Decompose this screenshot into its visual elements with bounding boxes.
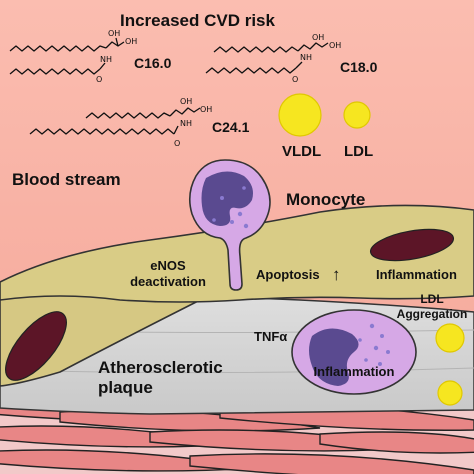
ldl-aggregation-label-line2: Aggregation <box>397 307 468 321</box>
enos-label-line2: deactivation <box>130 274 206 289</box>
c24-o-label: O <box>174 139 180 148</box>
lipoprotein-particles <box>278 93 465 406</box>
endothelial-nucleus <box>5 311 67 381</box>
vldl-particle <box>278 93 322 137</box>
c18-o-label: O <box>292 75 298 84</box>
plaque-label-line2: plaque <box>98 378 153 397</box>
tnf-alpha-label: TNFα <box>254 329 287 344</box>
ldl-aggregation-label-line1: LDL <box>420 292 443 306</box>
ceramide-c16-label: C16.0 <box>134 55 172 71</box>
c24-nh-label: NH <box>180 119 192 128</box>
c18-oh-label-1: OH <box>312 33 324 42</box>
monocyte-cell <box>188 159 271 291</box>
ceramide-c18-structure <box>205 42 329 74</box>
ceramide-c16-structure <box>9 37 125 75</box>
vldl-label: VLDL <box>282 143 321 160</box>
ldl-particle-aggregated <box>437 380 463 406</box>
apoptosis-increase-arrow: ↑ <box>332 265 341 284</box>
ceramide-c18-label: C18.0 <box>340 59 378 75</box>
c24-oh-label-1: OH <box>180 97 192 106</box>
c24-oh-label-2: OH <box>200 105 212 114</box>
inflammation-macrophage-label: Inflammation <box>314 364 395 379</box>
apoptosis-label: Apoptosis <box>256 267 320 282</box>
ldl-particle-aggregated <box>435 323 465 353</box>
c18-nh-label: NH <box>300 53 312 62</box>
diagram-title: Increased CVD risk <box>120 11 276 30</box>
ceramide-c24-label: C24.1 <box>212 119 250 135</box>
plaque-label-line1: Atherosclerotic <box>98 358 223 377</box>
ldl-label: LDL <box>344 143 373 160</box>
c16-oh-label-1: OH <box>108 29 120 38</box>
macrophage-cell <box>291 309 417 395</box>
monocyte-label: Monocyte <box>286 190 365 209</box>
c16-nh-label: NH <box>100 55 112 64</box>
c16-oh-label-2: OH <box>125 37 137 46</box>
ldl-particle <box>343 101 371 129</box>
blood-stream-label: Blood stream <box>12 170 121 189</box>
enos-label-line1: eNOS <box>150 258 186 273</box>
c18-oh-label-2: OH <box>329 41 341 50</box>
inflammation-endothelium-label: Inflammation <box>376 267 457 282</box>
endothelial-nucleus <box>369 228 455 262</box>
ceramide-c24-structure <box>29 107 201 135</box>
c16-o-label: O <box>96 75 102 84</box>
